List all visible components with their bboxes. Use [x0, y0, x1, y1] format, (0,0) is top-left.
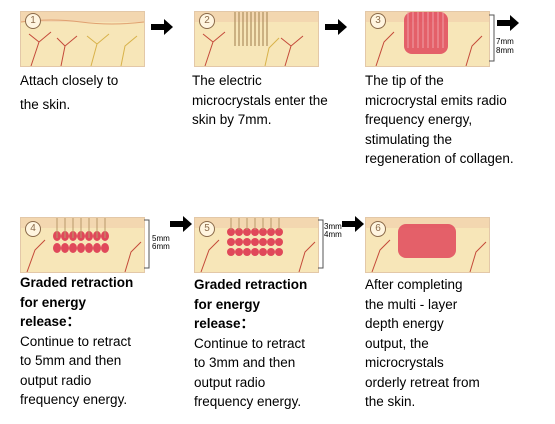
- step-6-panel: 6: [365, 217, 490, 273]
- depth-label-top: 3mm: [324, 222, 342, 231]
- right-arrow-icon: [170, 216, 192, 232]
- skin-needles-illustration: [195, 12, 318, 66]
- step-6-caption: After completing the multi - layer depth…: [365, 277, 480, 409]
- skin-retract-illustration: [21, 218, 144, 272]
- step-1-caption: Attach closely to the skin.: [20, 73, 119, 112]
- right-arrow-icon: [497, 15, 519, 31]
- depth-label-top: 7mm: [496, 37, 514, 46]
- depth-bracket: [489, 14, 495, 62]
- step-number-badge: 3: [370, 13, 386, 29]
- step-number-badge: 5: [199, 221, 215, 237]
- step-1-panel: 1: [20, 11, 145, 67]
- right-arrow-icon: [151, 19, 173, 35]
- right-arrow-icon: [342, 216, 364, 232]
- depth-label-bottom: 8mm: [496, 46, 514, 55]
- depth-label-top: 5mm: [152, 234, 170, 243]
- step-4-panel: 4: [20, 217, 145, 273]
- depth-bracket: [144, 219, 150, 269]
- depth-bracket: [318, 219, 324, 269]
- step-2-panel: 2: [194, 11, 319, 67]
- step-5-caption: Graded retraction for energy release： Co…: [194, 277, 308, 409]
- depth-label-bottom: 4mm: [324, 230, 342, 239]
- skin-energy-illustration: [366, 12, 489, 66]
- step-number-badge: 4: [25, 221, 41, 237]
- skin-retract-illustration: [195, 218, 318, 272]
- skin-illustration: [21, 12, 144, 66]
- step-2-caption: The electric microcrystals enter the ski…: [192, 73, 328, 127]
- step-3-caption: The tip of the microcrystal emits radio …: [365, 73, 514, 166]
- skin-energy-illustration: [366, 218, 489, 272]
- step-5-panel: 5: [194, 217, 319, 273]
- step-3-panel: 3: [365, 11, 490, 67]
- step-number-badge: 2: [199, 13, 215, 29]
- step-number-badge: 1: [25, 13, 41, 29]
- depth-label-bottom: 6mm: [152, 242, 170, 251]
- right-arrow-icon: [325, 19, 347, 35]
- step-number-badge: 6: [370, 221, 386, 237]
- step-4-caption: Graded retraction for energy release： Co…: [20, 275, 134, 407]
